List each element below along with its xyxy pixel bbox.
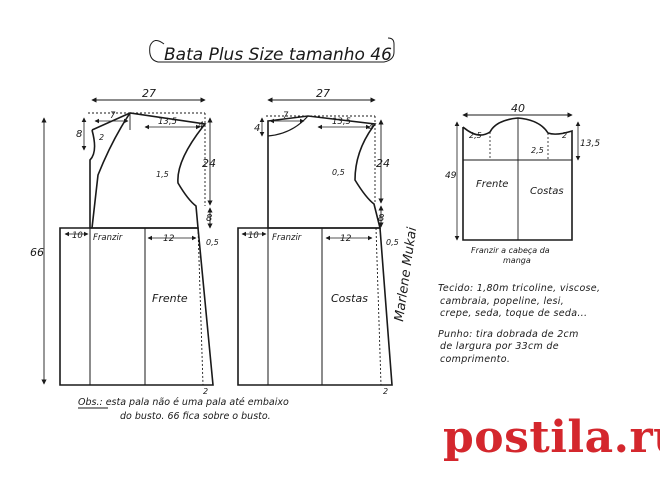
front-panel-label: Frente — [152, 292, 188, 305]
sleeve-outline — [462, 117, 573, 241]
sleeve-caption-1: Franzir a cabeça da — [471, 246, 550, 255]
back-gather-right-label: 12 — [340, 234, 352, 244]
front-skirt-outline — [59, 227, 214, 386]
back-shoulder-neck-label: 7 — [283, 111, 289, 121]
postila-watermark: postila.ru — [443, 412, 660, 463]
back-width-label: 27 — [316, 87, 330, 100]
back-armhole-label: 24 — [376, 157, 390, 170]
sleeve-mid-small-label: 2,5 — [531, 146, 544, 155]
back-shoulder-width-label: 13,5 — [332, 117, 351, 127]
front-gather-label: Franzir — [93, 233, 123, 243]
front-gather-left-label: 10 — [72, 231, 83, 241]
title-text: Bata Plus Size tamanho 46 — [164, 45, 392, 65]
front-piece: 27 7 13,5 4 24 8 2 1,5 8 10 Franzir 12 0… — [30, 87, 219, 396]
back-bodice-outline — [267, 115, 382, 229]
front-gather-right-label: 12 — [163, 234, 175, 244]
sleeve-right-small-label: 2 — [562, 131, 567, 140]
back-neck-curve-label: 0,5 — [332, 168, 345, 177]
obs-line-1: Obs.: esta pala não é uma pala até embai… — [78, 397, 289, 408]
sleeve-width-label: 40 — [511, 102, 525, 115]
front-shoulder-drop-label: 4 — [198, 121, 204, 131]
obs-line-2: do busto. 66 fica sobre o busto. — [120, 411, 271, 422]
back-side-out-label: 0,5 — [386, 238, 399, 247]
front-side-drop-label: 8 — [206, 213, 212, 224]
front-shoulder-width-label: 13,5 — [158, 117, 177, 127]
back-side-drop-label: 8 — [378, 213, 384, 224]
sleeve-left-small-label: 2,5 — [469, 131, 482, 140]
back-shoulder-drop-label: 4 — [368, 123, 374, 133]
front-length-label: 66 — [30, 246, 44, 259]
watermark-text: postila.ru — [443, 412, 660, 463]
cuff-line-1: Punho: tira dobrada de 2cm — [438, 328, 579, 340]
back-gather-label: Franzir — [272, 233, 302, 243]
front-side-out-label: 0,5 — [206, 238, 219, 247]
sleeve-cap-height-label: 13,5 — [580, 139, 600, 149]
front-neck-curve-label: 1,5 — [156, 170, 169, 179]
front-neck-left-label: 8 — [76, 129, 82, 140]
back-panel-label: Costas — [331, 292, 368, 305]
cuff-line-3: comprimento. — [440, 353, 511, 365]
fabric-line-1: Tecido: 1,80m tricoline, viscose, — [438, 283, 601, 294]
title-group: Bata Plus Size tamanho 46 — [149, 37, 395, 65]
title-scroll — [149, 37, 395, 63]
sleeve-front-label: Frente — [476, 179, 508, 190]
sleeve-back-label: Costas — [530, 186, 564, 197]
front-neck-line — [91, 112, 131, 229]
fabric-line-2: cambraia, popeline, lesi, — [440, 295, 565, 307]
fabric-notes: Tecido: 1,80m tricoline, viscose, cambra… — [438, 283, 648, 366]
back-skirt-outline — [237, 227, 393, 386]
front-bodice-outline — [89, 112, 207, 229]
front-shoulder-neck-label: 7 — [110, 111, 116, 121]
sleeve-length-label: 49 — [445, 171, 457, 181]
cuff-line-2: de largura por 33cm de — [440, 341, 559, 352]
front-armhole-label: 24 — [202, 157, 216, 170]
back-piece: 27 7 13,5 4 24 4 0,5 8 10 Franzir 12 0,5… — [237, 87, 399, 396]
back-neck-left-label: 4 — [254, 123, 260, 134]
obs-note: Obs.: esta pala não é uma pala até embai… — [78, 397, 289, 422]
front-width-label: 27 — [142, 87, 156, 100]
back-gather-left-label: 10 — [248, 231, 259, 241]
back-neck-line — [267, 115, 309, 137]
back-hem-label: 2 — [383, 387, 388, 396]
sleeve-piece: 40 2,5 2 13,5 2,5 49 Frente Costas Franz… — [445, 102, 600, 265]
fabric-line-3: crepe, seda, toque de seda... — [440, 308, 588, 319]
front-hem-label: 2 — [203, 387, 208, 396]
sleeve-caption-2: manga — [503, 256, 531, 265]
front-neck-inner-label: 2 — [99, 133, 104, 142]
